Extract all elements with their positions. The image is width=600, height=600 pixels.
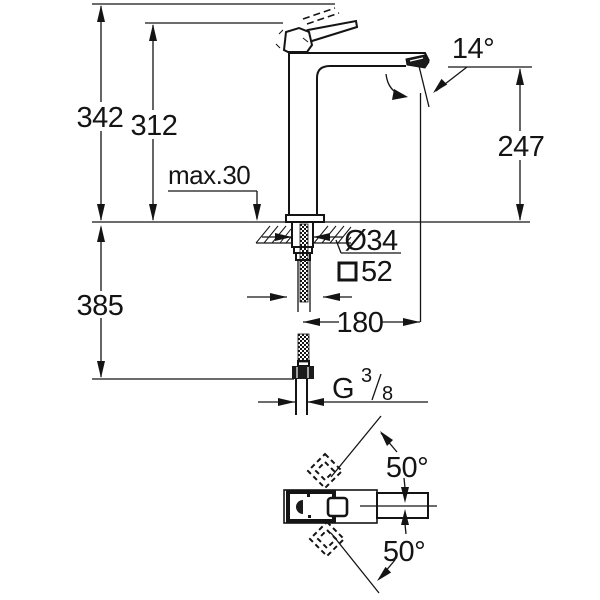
dim-hole-diameter-label: Ø34	[344, 225, 398, 257]
dimension-14deg: 14°	[385, 33, 495, 322]
dimension-50deg-upper: 50°	[330, 415, 429, 503]
arrowhead-right	[270, 293, 287, 301]
dimension-base-square: 52	[247, 256, 393, 301]
square-symbol	[337, 261, 358, 282]
arrowhead-arc	[392, 89, 408, 100]
body-outline	[288, 52, 430, 222]
thread-numerator: 3	[361, 365, 372, 387]
dimension-342: 342	[77, 5, 124, 221]
handle-sketch-strokes	[275, 29, 309, 49]
dimension-180: 180	[303, 307, 420, 339]
arrowhead-leader	[433, 78, 448, 93]
arrowhead-left	[307, 398, 324, 406]
dim-max30-label: max.30	[168, 160, 250, 190]
dimension-385: 385	[77, 225, 124, 378]
arrowhead-up	[97, 5, 105, 22]
arrowhead-right	[275, 233, 292, 241]
arrowhead-left	[303, 318, 320, 326]
detail-dot-top	[307, 494, 310, 497]
hatch-left	[255, 225, 292, 244]
arrowhead-right	[403, 318, 420, 326]
handle-pos-lower-outer	[308, 520, 346, 558]
body-inner-edge	[316, 65, 406, 222]
arrowhead-up	[516, 68, 524, 85]
arrowhead-down	[97, 204, 105, 221]
arrowhead-centerline-down	[401, 487, 409, 503]
arrowhead-right	[278, 398, 295, 406]
hose-connector-nut	[292, 366, 314, 379]
arrowhead-up	[97, 225, 105, 242]
arrowhead-left	[323, 293, 340, 301]
flexible-hose-braid	[297, 333, 310, 363]
dimension-hole-diameter: Ø34	[262, 225, 401, 257]
dimension-max30: max.30	[168, 160, 261, 221]
handle-raised-dashed-1	[302, 7, 336, 20]
dim-50deg-lower-label: 50°	[383, 536, 425, 568]
hose-neck	[297, 360, 310, 367]
base-flange	[285, 214, 325, 223]
arrowhead-up	[149, 24, 157, 41]
dim-14deg-label: 14°	[452, 33, 494, 65]
dim-385-label: 385	[77, 290, 124, 322]
handle-pos-upper-inner	[314, 460, 336, 482]
arrowhead-down	[253, 204, 261, 221]
arrowhead-down	[516, 204, 524, 221]
thread-letter: G	[332, 373, 354, 405]
swivel-line-lower	[330, 532, 380, 594]
handle-raised-dashed-2	[306, 12, 340, 25]
dim-180-label: 180	[337, 307, 384, 339]
dim-50deg-upper-label: 50°	[386, 452, 428, 484]
arrowhead-down	[149, 204, 157, 221]
spout-aerator	[405, 54, 430, 69]
dim-342-label: 342	[77, 102, 124, 134]
faucet-top-view	[283, 452, 437, 558]
dim-base-square-label: 52	[361, 256, 392, 288]
arrowhead-centerline-up	[401, 509, 409, 525]
threaded-stud	[299, 223, 309, 303]
dimension-50deg-lower: 50°	[330, 509, 426, 594]
arrowhead-left	[313, 233, 330, 241]
dimension-247: 247	[498, 68, 545, 221]
arrowhead-down	[97, 361, 105, 378]
faucet-side-view	[275, 7, 430, 223]
dimension-thread: G 3 8	[258, 365, 428, 406]
handle-pos-lower-inner	[316, 528, 338, 550]
swivel-line-upper	[330, 415, 382, 478]
handle-pos-upper-outer	[306, 452, 344, 490]
mounting-hardware	[291, 221, 314, 415]
cartridge-square	[326, 496, 349, 518]
dimension-312: 312	[131, 24, 178, 221]
handle-mark	[296, 500, 303, 514]
detail-dot-bottom	[308, 515, 311, 518]
thread-denominator: 8	[382, 383, 393, 405]
dim-247-label: 247	[498, 131, 545, 163]
stream-axis-tilted	[417, 61, 430, 108]
aerator-highlight	[409, 57, 424, 62]
dim-312-label: 312	[131, 110, 178, 142]
handle-boss	[282, 26, 314, 53]
